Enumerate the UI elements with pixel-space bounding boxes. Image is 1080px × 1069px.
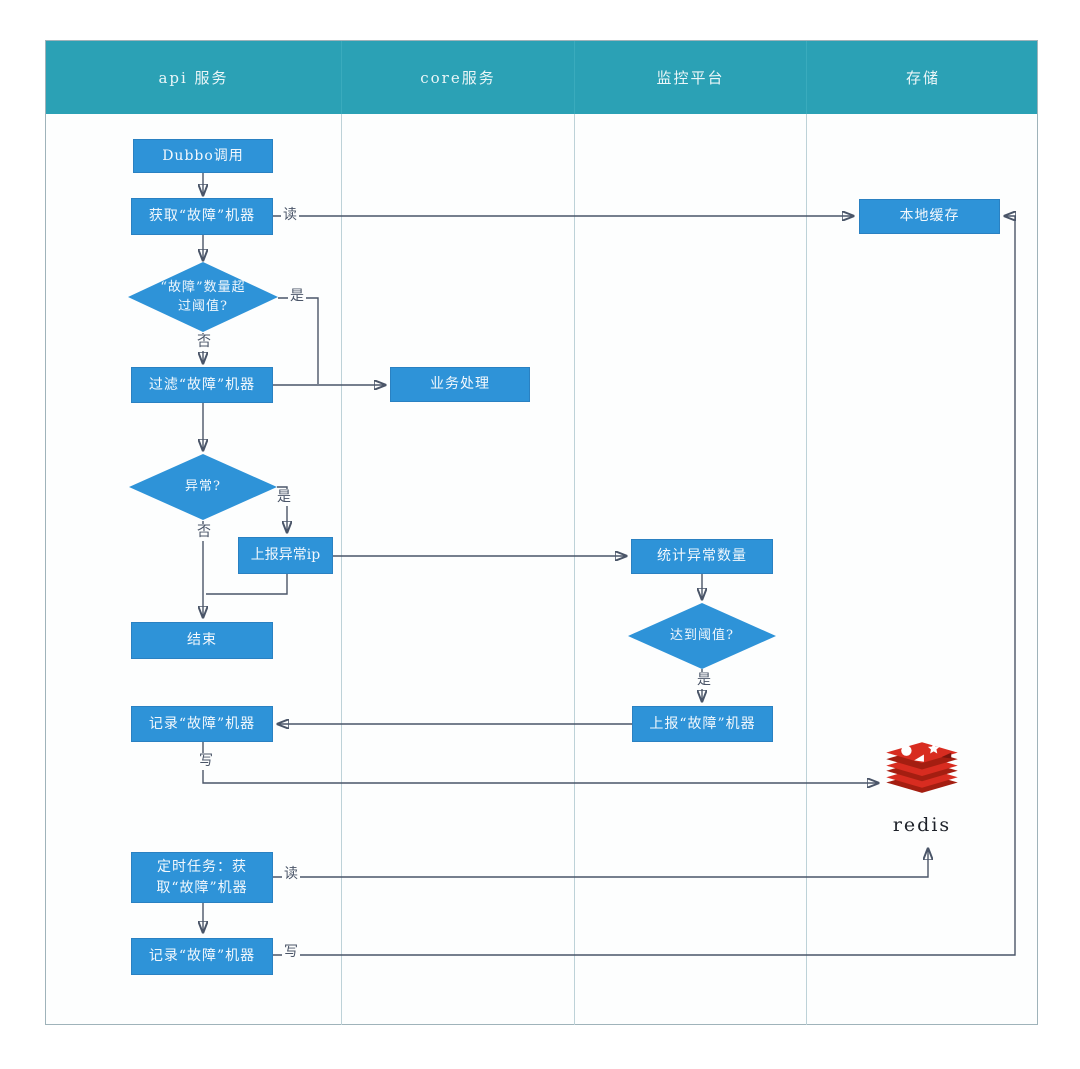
edge-label-yes-1: 是 [288,288,306,305]
node-get-fault-machines: 获取“故障”机器 [131,198,273,235]
edge-label-no-1: 否 [195,334,213,351]
node-end: 结束 [131,622,273,659]
lane-header-api: api 服务 [46,41,342,114]
edge-label-read-1: 读 [281,207,299,224]
lane-storage [807,114,1039,1025]
node-record-fault-machines: 记录“故障”机器 [131,706,273,742]
node-report-exception-ip: 上报异常ip [238,537,333,574]
edge-label-yes-2: 是 [275,489,293,506]
lane-header-storage: 存储 [905,69,940,87]
node-local-cache: 本地缓存 [859,199,1000,234]
edge-label-no-2: 否 [195,524,213,541]
redis-icon [883,740,961,816]
lane-header-row: api 服务 core服务 监控平台 存储 [46,41,1037,114]
lane-header-monitor: 监控平台 [575,41,807,114]
edge-label-write-1: 写 [197,753,215,770]
redis-label: redis [892,814,952,836]
edge-label-write-2: 写 [282,944,300,961]
edge-label-yes-3: 是 [695,672,713,689]
node-record-fault-machines-2: 记录“故障”机器 [131,938,273,975]
node-timer-get-fault-machines: 定时任务：获取“故障”机器 [131,852,273,903]
lane-header-core: core服务 [342,41,575,114]
node-count-exceptions: 统计异常数量 [631,539,773,574]
node-business-process: 业务处理 [390,367,530,402]
node-dubbo-call: Dubbo调用 [133,139,273,173]
lane-core [342,114,575,1025]
edge-label-read-2: 读 [282,866,300,883]
node-report-fault-machines: 上报“故障”机器 [632,706,773,742]
node-filter-fault-machines: 过滤“故障”机器 [131,367,273,403]
